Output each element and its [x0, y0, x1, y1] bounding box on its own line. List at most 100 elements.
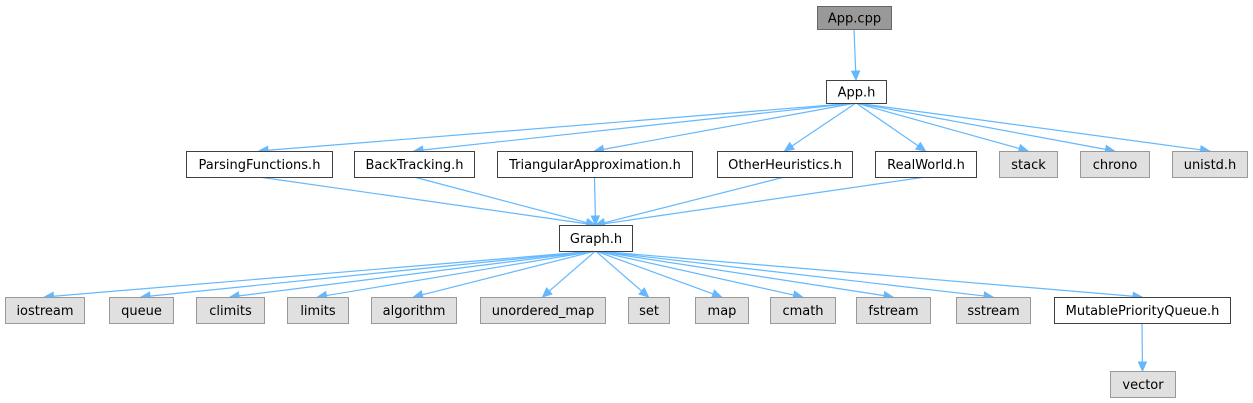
edge-app_h-to-realworld	[855, 102, 919, 147]
node-unistd-h: unistd.h	[1172, 151, 1248, 178]
node-label: map	[708, 304, 737, 319]
node-box	[770, 297, 836, 324]
node-label: RealWorld.h	[887, 158, 965, 173]
node-backtracking-h[interactable]: BackTracking.h	[354, 151, 475, 178]
edge-realworld-to-graph_h	[604, 176, 926, 225]
node-label: iostream	[16, 304, 73, 319]
edge-graph_h-to-iostream	[53, 250, 596, 297]
node-label: Graph.h	[570, 232, 622, 247]
node-label: unordered_map	[492, 304, 595, 319]
arrowhead-triangular-to-graph_h	[590, 215, 601, 227]
node-algorithm: algorithm	[371, 297, 457, 324]
node-graph-h[interactable]: Graph.h	[559, 225, 633, 252]
node-box	[875, 151, 977, 178]
node-app-h[interactable]: App.h	[826, 80, 887, 104]
node-label: MutablePriorityQueue.h	[1066, 304, 1220, 319]
arrowhead-app_h-to-otherheur	[783, 141, 796, 152]
node-cmath: cmath	[770, 297, 836, 324]
edge-app_h-to-parsing	[267, 102, 857, 151]
edge-app_h-to-triangular	[603, 102, 857, 150]
node-queue: queue	[109, 297, 174, 324]
node-label: cmath	[782, 304, 823, 319]
edges-layer	[43, 28, 1211, 373]
edge-graph_h-to-climits	[238, 250, 596, 297]
node-box	[695, 297, 749, 324]
node-limits: limits	[287, 297, 349, 324]
arrowhead-graph_h-to-map	[710, 289, 723, 299]
edge-backtracking-to-graph_h	[413, 176, 587, 224]
edge-app_h-to-stack	[855, 102, 1020, 150]
node-set: set	[628, 297, 670, 324]
edge-graph_h-to-limits	[326, 250, 596, 297]
edge-graph_h-to-sstream	[595, 250, 985, 297]
node-box	[1110, 371, 1176, 398]
edge-app_cpp-to-app_h	[853, 28, 857, 72]
arrowhead-app_cpp-to-app_h	[850, 70, 861, 82]
edge-graph_h-to-algorithm	[422, 250, 596, 296]
node-parsingfunctions-h[interactable]: ParsingFunctions.h	[186, 151, 333, 178]
node-label: ParsingFunctions.h	[199, 158, 321, 173]
node-box	[559, 225, 633, 252]
node-box	[628, 297, 670, 324]
node-box	[186, 151, 333, 178]
node-label: climits	[209, 304, 252, 319]
node-label: TriangularApproximation.h	[508, 158, 681, 173]
edge-app_h-to-chrono	[855, 102, 1106, 150]
edge-graph_h-to-cmath	[595, 250, 794, 296]
edge-app_h-to-otherheur	[791, 102, 857, 147]
edge-triangular-to-graph_h	[593, 176, 596, 217]
edge-app_h-to-backtracking	[422, 102, 857, 151]
node-box	[109, 297, 174, 324]
node-label: fstream	[868, 304, 918, 319]
edge-parsing-to-graph_h	[258, 176, 587, 225]
node-label: set	[639, 304, 659, 319]
node-box	[856, 297, 931, 324]
node-label: vector	[1122, 378, 1164, 393]
node-box	[196, 297, 265, 324]
arrowhead-graph_h-to-unordered_map	[541, 287, 553, 298]
arrowhead-mpq-to-vector	[1137, 361, 1148, 373]
node-label: BackTracking.h	[365, 158, 463, 173]
node-label: queue	[121, 304, 162, 319]
node-box	[5, 297, 85, 324]
edge-otherheur-to-graph_h	[604, 176, 785, 224]
node-stack: stack	[999, 151, 1058, 178]
node-iostream: iostream	[5, 297, 85, 324]
node-fstream: fstream	[856, 297, 931, 324]
node-triangularapproximation-h[interactable]: TriangularApproximation.h	[497, 151, 693, 178]
node-box	[1172, 151, 1248, 178]
node-sstream: sstream	[956, 297, 1031, 324]
node-climits: climits	[196, 297, 265, 324]
node-label: App.h	[838, 86, 876, 101]
node-box	[956, 297, 1031, 324]
node-chrono: chrono	[1080, 151, 1150, 178]
node-box	[354, 151, 475, 178]
node-box	[826, 80, 887, 104]
node-box	[371, 297, 457, 324]
node-label: unistd.h	[1184, 158, 1237, 173]
node-label: sstream	[967, 304, 1019, 319]
node-box	[817, 6, 892, 30]
node-box	[1080, 151, 1150, 178]
node-otherheuristics-h[interactable]: OtherHeuristics.h	[717, 151, 853, 178]
edge-graph_h-to-fstream	[595, 250, 885, 297]
node-box	[1054, 297, 1231, 324]
edge-graph_h-to-mpq	[595, 250, 1134, 297]
node-label: algorithm	[383, 304, 446, 319]
node-app-cpp[interactable]: App.cpp	[817, 6, 892, 30]
node-label: limits	[300, 304, 336, 319]
node-realworld-h[interactable]: RealWorld.h	[875, 151, 977, 178]
arrowhead-app_h-to-realworld	[914, 141, 927, 152]
edge-graph_h-to-unordered_map	[548, 250, 596, 292]
edge-graph_h-to-queue	[149, 250, 596, 297]
node-mutablepriorityqueue-h[interactable]: MutablePriorityQueue.h	[1054, 297, 1231, 324]
node-map: map	[695, 297, 749, 324]
node-unordered-map: unordered_map	[480, 297, 606, 324]
node-box	[287, 297, 349, 324]
node-box	[497, 151, 693, 178]
node-box	[999, 151, 1058, 178]
node-label: chrono	[1093, 158, 1138, 173]
edge-app_h-to-unistd	[855, 102, 1201, 151]
edge-graph_h-to-set	[595, 250, 643, 292]
